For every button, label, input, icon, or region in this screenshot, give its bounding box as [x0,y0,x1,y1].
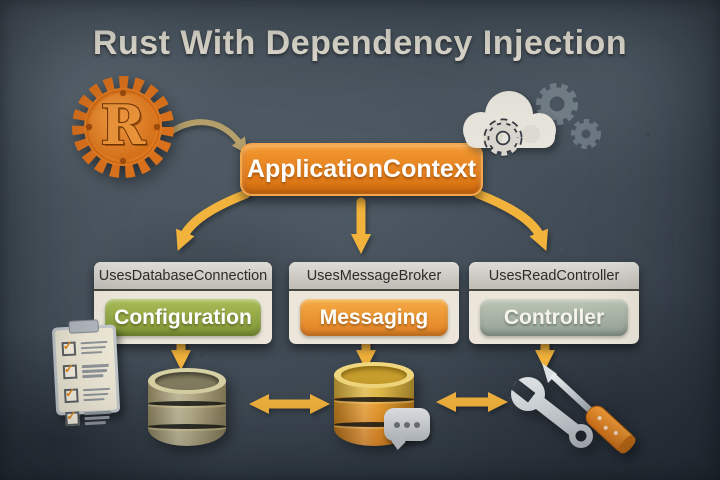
application-context-node: ApplicationContext [240,143,483,196]
rust-logo-letter: R [101,93,147,157]
checkbox-icon [62,364,78,380]
database-khaki-icon [148,368,226,446]
cloud-gears-icon [463,83,601,158]
wrench-icon [498,358,663,473]
checkbox-icon [61,341,77,356]
configuration-panel: UsesDatabaseConnection Configuration [94,262,272,344]
chat-bubble-icon [384,408,430,441]
arrow-context-to-controller [473,189,548,251]
page-title: Rust With Dependency Injection [92,24,628,62]
checklist-item [61,338,108,358]
arrow-context-to-configuration [176,189,251,251]
messaging-node: Messaging [300,299,448,336]
configuration-panel-header: UsesDatabaseConnection [94,262,272,291]
checklist-item [65,408,112,428]
svg-text:R: R [103,95,149,159]
controller-panel-header: UsesReadController [469,262,639,291]
checklist-clipboard-icon [51,319,121,427]
wrench-screwdriver-icon [498,358,663,473]
controller-node: Controller [480,299,628,336]
checkbox-icon [65,411,80,427]
clipboard-clip [68,319,100,334]
checklist-item [63,385,111,405]
checklist-item [62,361,110,381]
database-orange-icon [334,362,414,446]
checkbox-icon [63,388,79,403]
controller-panel: UsesReadController Controller [469,262,639,344]
messaging-panel-header: UsesMessageBroker [289,262,459,291]
configuration-node: Configuration [105,299,261,336]
rust-gear-logo-icon: R R [72,76,174,178]
messaging-panel: UsesMessageBroker Messaging [289,262,459,344]
arrow-rust-to-context [169,119,248,155]
